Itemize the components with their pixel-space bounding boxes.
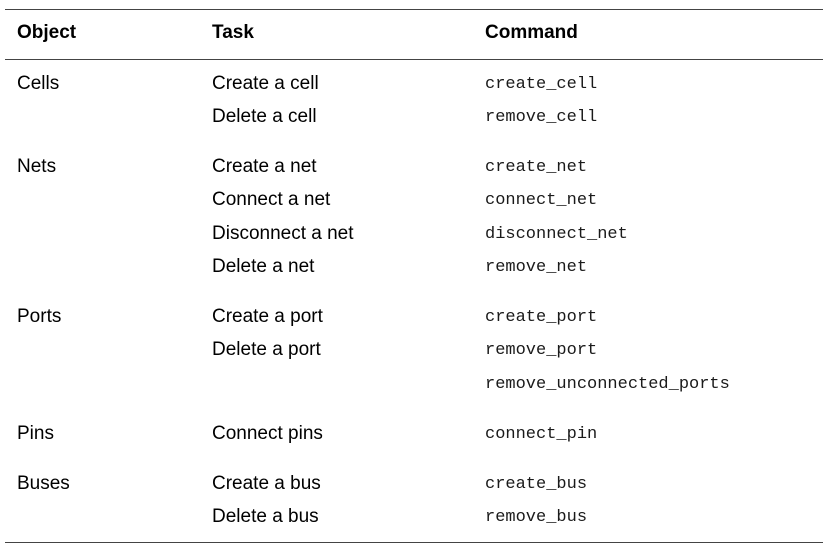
- command-text: create_cell: [485, 75, 598, 94]
- table-top-rule: [5, 9, 823, 10]
- command-text: connect_pin: [485, 425, 598, 444]
- task-label: Delete a net: [212, 256, 315, 277]
- object-label: Nets: [17, 156, 57, 177]
- table-bottom-rule: [5, 542, 823, 543]
- command-text: remove_net: [485, 258, 588, 277]
- header-task: Task: [212, 22, 254, 43]
- task-label: Create a bus: [212, 473, 321, 494]
- header-object: Object: [17, 22, 77, 43]
- task-label: Delete a bus: [212, 506, 319, 527]
- command-text: create_port: [485, 308, 598, 327]
- object-label: Buses: [17, 473, 70, 494]
- task-label: Connect pins: [212, 423, 323, 444]
- command-text: remove_cell: [485, 108, 598, 127]
- task-label: Delete a cell: [212, 106, 317, 127]
- header-rule: [5, 59, 823, 60]
- object-label: Ports: [17, 306, 62, 327]
- command-text: disconnect_net: [485, 225, 628, 244]
- task-label: Create a net: [212, 156, 317, 177]
- command-text: remove_port: [485, 341, 598, 360]
- command-text: connect_net: [485, 191, 598, 210]
- task-label: Create a cell: [212, 73, 319, 94]
- command-text: remove_unconnected_ports: [485, 375, 730, 394]
- object-label: Pins: [17, 423, 54, 444]
- object-label: Cells: [17, 73, 60, 94]
- header-command: Command: [485, 22, 578, 43]
- command-text: remove_bus: [485, 508, 588, 527]
- task-label: Disconnect a net: [212, 223, 354, 244]
- task-label: Create a port: [212, 306, 323, 327]
- command-text: create_bus: [485, 475, 588, 494]
- task-label: Connect a net: [212, 189, 331, 210]
- task-label: Delete a port: [212, 339, 321, 360]
- command-text: create_net: [485, 158, 588, 177]
